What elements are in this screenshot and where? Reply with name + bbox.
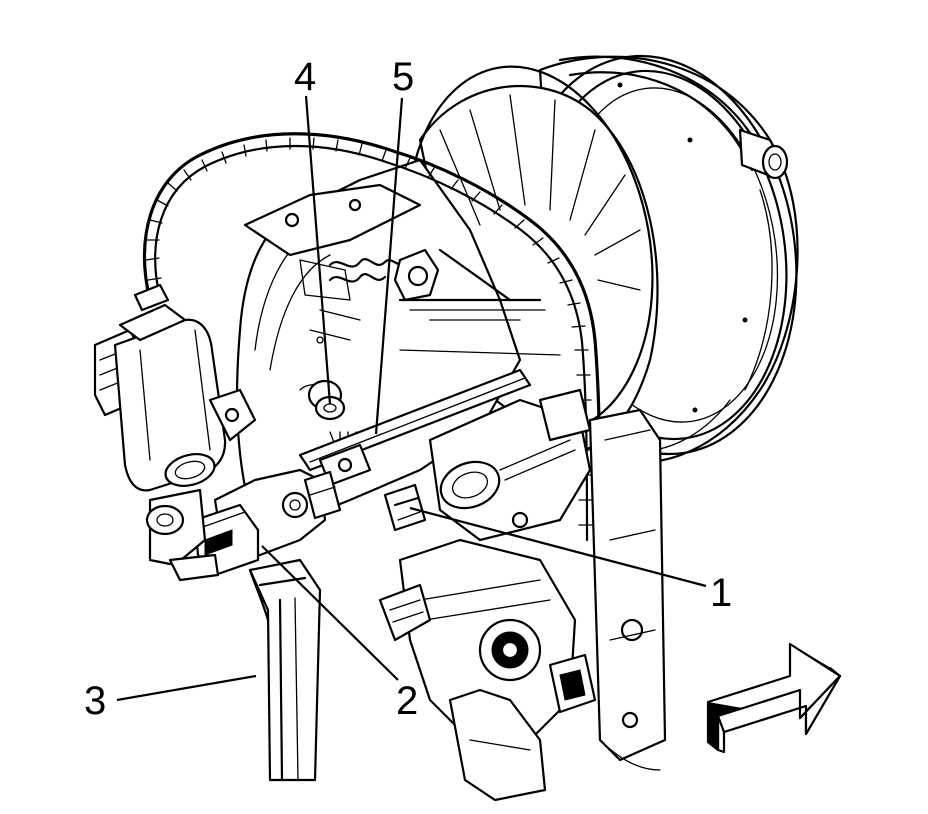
leader-line-3: [116, 674, 257, 702]
control-module: [428, 388, 667, 762]
callout-labels: 1 2 3 4 5: [84, 55, 732, 723]
callout-3: 3: [84, 679, 106, 723]
callout-1: 1: [710, 571, 732, 615]
pivot-bolt: [307, 379, 346, 421]
leader-line-5: [374, 97, 404, 435]
callout-leaders: [116, 95, 707, 702]
pedal-bracket: [235, 158, 561, 522]
pedal-rod: [298, 368, 532, 532]
actuator-motor: [93, 283, 257, 492]
callout-2: 2: [396, 679, 418, 723]
callout-4: 4: [294, 55, 316, 99]
leader-line-1: [409, 506, 707, 588]
forward-direction-arrow-icon: [706, 642, 842, 754]
pedal-position-sensor: [145, 468, 327, 582]
callout-5: 5: [392, 55, 414, 99]
pedal-arm: [248, 558, 322, 782]
lower-actuator: [378, 538, 661, 802]
leader-line-4: [304, 95, 332, 405]
leader-line-2: [261, 545, 399, 681]
